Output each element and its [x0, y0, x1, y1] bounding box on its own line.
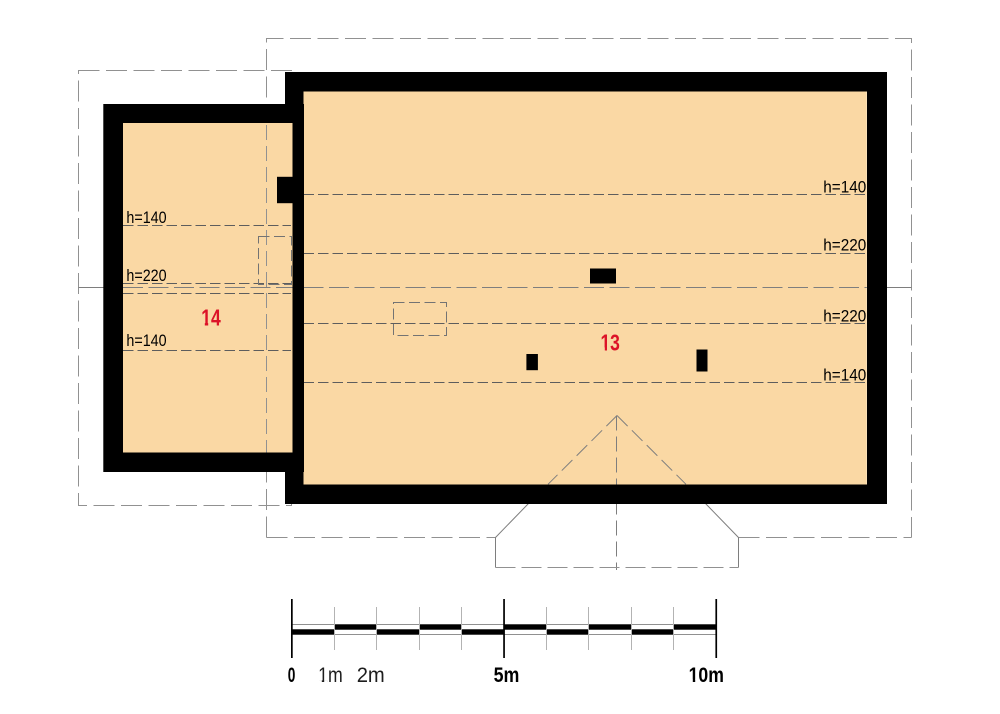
svg-text:2m: 2m — [357, 664, 385, 687]
svg-text:h=140: h=140 — [126, 208, 166, 227]
svg-text:13: 13 — [600, 330, 620, 356]
svg-text:5m: 5m — [494, 664, 520, 687]
svg-text:1m: 1m — [318, 664, 343, 687]
svg-text:14: 14 — [201, 304, 221, 330]
svg-text:0: 0 — [288, 664, 296, 687]
svg-text:h=140: h=140 — [823, 177, 866, 196]
svg-text:h=220: h=220 — [126, 266, 166, 285]
svg-text:h=220: h=220 — [823, 307, 866, 326]
svg-text:h=140: h=140 — [823, 366, 866, 385]
svg-text:h=220: h=220 — [823, 236, 866, 255]
svg-text:10m: 10m — [689, 664, 724, 687]
svg-text:h=140: h=140 — [126, 331, 166, 350]
